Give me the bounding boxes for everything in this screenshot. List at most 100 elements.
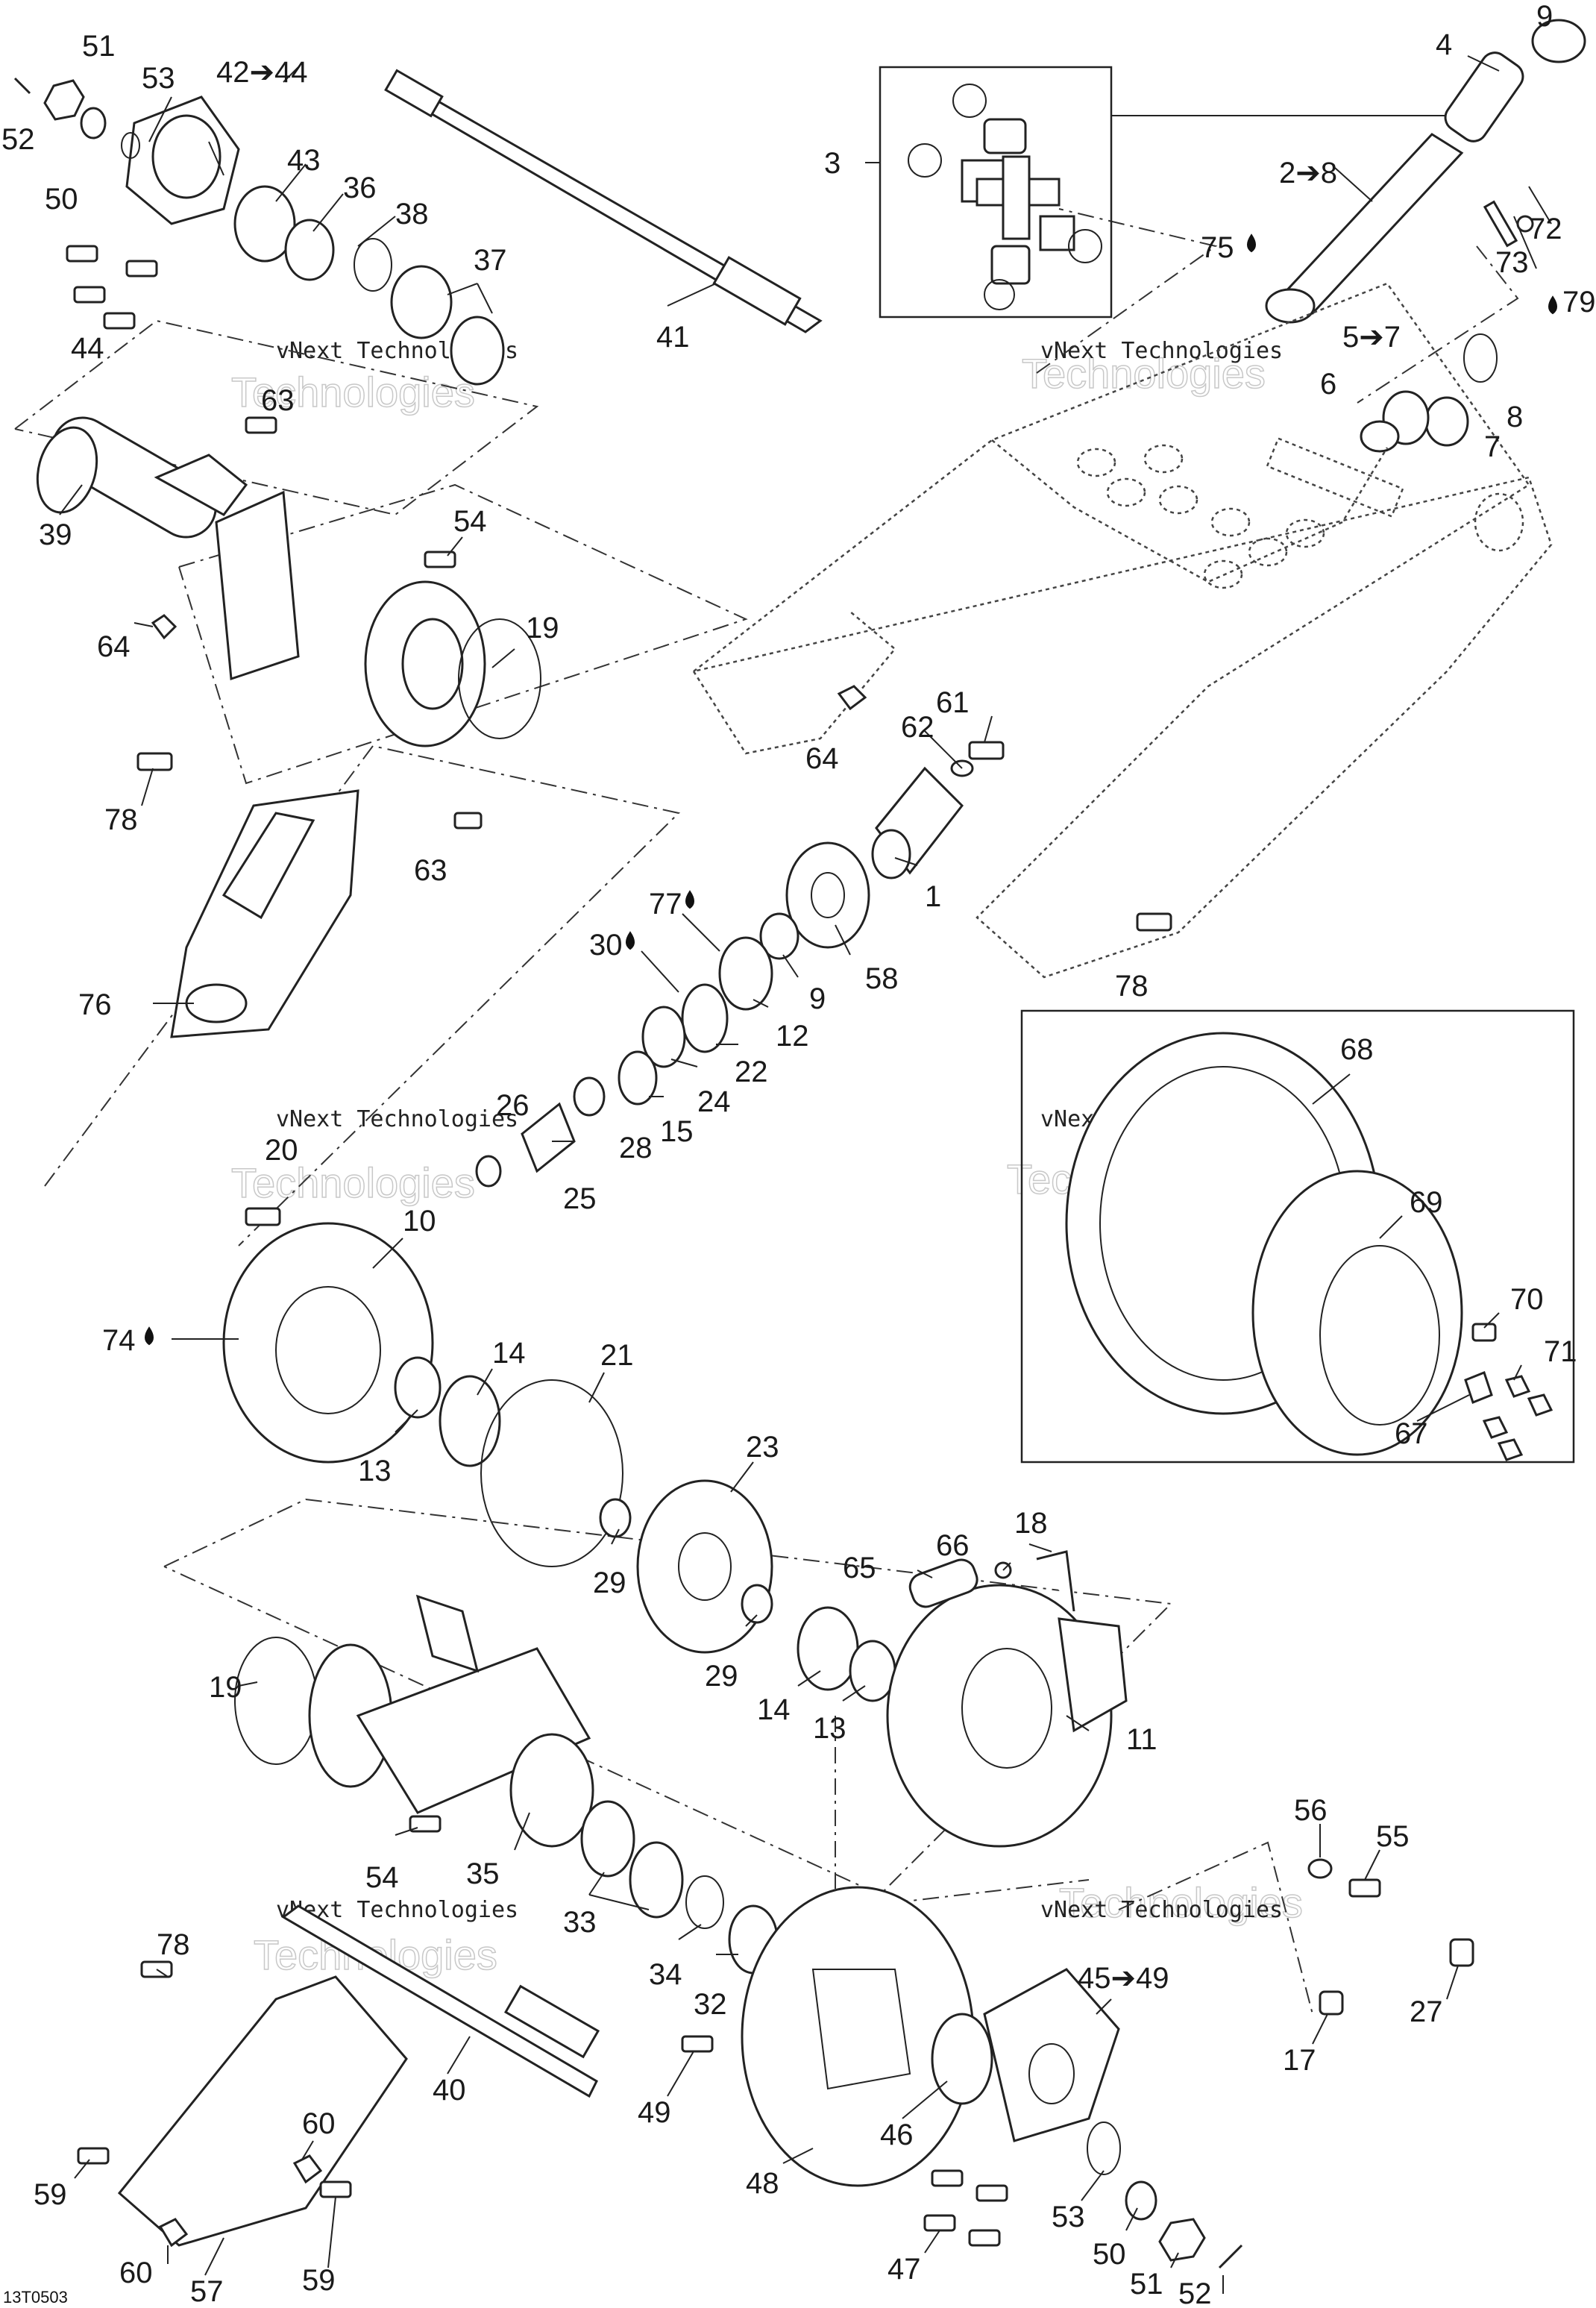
callout-label: 53 <box>142 62 175 95</box>
callout-label: 59 <box>34 2178 67 2211</box>
callout-label: 51 <box>82 30 116 63</box>
callout-label: 8 <box>1507 401 1523 433</box>
callout-label: 5➔7 <box>1342 321 1401 354</box>
watermark-big: Technologies <box>1059 1879 1303 1926</box>
callout-label: 30 <box>589 929 623 962</box>
callout-label: 12 <box>776 1020 809 1053</box>
callout-label: 39 <box>39 518 72 551</box>
callout-label: 7 <box>1484 430 1501 463</box>
callout-label: 24 <box>697 1085 731 1118</box>
callout-label: 51 <box>1130 2268 1163 2301</box>
callout-label: 52 <box>1178 2277 1212 2308</box>
watermark-text: vNext Technologies <box>1040 1897 1283 1923</box>
callout-label: 18 <box>1014 1507 1048 1540</box>
callout-label: 71 <box>1544 1335 1577 1368</box>
callout-label: 60 <box>302 2107 336 2140</box>
callout-label: 72 <box>1529 213 1562 245</box>
callout-label: 78 <box>157 1928 190 1961</box>
callout-label: 44 <box>71 332 104 365</box>
callout-label: 34 <box>649 1958 682 1991</box>
upper-left-hub-group <box>13 69 823 747</box>
callout-label: 64 <box>97 630 131 663</box>
callout-label: 63 <box>261 384 295 417</box>
drop-icon <box>685 890 694 909</box>
callout-label: 65 <box>843 1552 876 1584</box>
swing-arm-frame <box>692 282 1553 979</box>
callout-label: 1 <box>925 880 941 913</box>
callout-label: 35 <box>466 1857 500 1890</box>
watermark-big: Technologies <box>231 1159 475 1206</box>
callout-label: 59 <box>302 2264 336 2297</box>
callout-label: 58 <box>865 962 899 995</box>
callout-label: 78 <box>1115 970 1149 1003</box>
callout-label: 27 <box>1410 1995 1443 2028</box>
callout-label: 2➔8 <box>1279 157 1337 189</box>
callout-label: 57 <box>190 2275 224 2308</box>
callout-label: 73 <box>1495 246 1529 279</box>
callout-label: 69 <box>1410 1186 1443 1219</box>
callout-label: 14 <box>492 1337 526 1370</box>
wheel-detail-box <box>1020 1009 1575 1464</box>
callout-label: 49 <box>638 2096 671 2129</box>
callout-label: 29 <box>593 1567 626 1599</box>
watermark-big: Technologies <box>231 369 475 415</box>
driveshaft <box>1265 19 1586 453</box>
callout-label: 20 <box>265 1134 298 1167</box>
drop-icon <box>1247 233 1256 253</box>
callout-label: 54 <box>365 1861 399 1894</box>
right-misc-parts <box>1307 1858 1474 2016</box>
callout-label: 26 <box>496 1089 530 1122</box>
callout-label: 9 <box>809 982 826 1015</box>
callout-label: 50 <box>45 183 78 216</box>
callout-label: 3 <box>824 147 841 180</box>
callout-label: 53 <box>1052 2201 1085 2233</box>
callout-label: 13 <box>813 1712 846 1745</box>
callout-label: 19 <box>209 1671 242 1704</box>
callout-label: 56 <box>1294 1794 1328 1827</box>
callout-label: 19 <box>526 612 559 645</box>
callout-label: 62 <box>901 711 934 744</box>
callout-label: 43 <box>287 144 321 177</box>
callout-label: 10 <box>403 1205 436 1238</box>
callout-label: 37 <box>474 244 507 277</box>
bracket-76 <box>136 752 483 1038</box>
drop-icon <box>1548 295 1557 315</box>
callout-label: 25 <box>563 1182 597 1215</box>
lubricant-drop-icons <box>145 233 1557 1346</box>
callout-label: 42➔44 <box>216 56 308 89</box>
callout-label: 60 <box>119 2257 153 2289</box>
callout-label: 17 <box>1283 2044 1316 2077</box>
callout-label: 78 <box>104 803 138 836</box>
callout-label: 41 <box>656 321 690 354</box>
callout-label: 64 <box>805 742 839 775</box>
center-bearing-stack <box>475 685 1172 1188</box>
final-drive-housing <box>222 1207 1128 1848</box>
callout-label: 9 <box>1536 0 1553 33</box>
callout-label: 61 <box>936 686 970 719</box>
callout-label: 63 <box>414 854 447 887</box>
callout-label: 75 <box>1201 231 1234 264</box>
watermark-big: Technologies <box>1022 350 1266 397</box>
callout-label: 29 <box>705 1660 738 1693</box>
callout-label: 47 <box>887 2253 921 2286</box>
callout-label: 52 <box>1 123 35 156</box>
callout-label: 68 <box>1340 1033 1374 1066</box>
u-joint-detail-box <box>879 66 1462 319</box>
lower-axle-group <box>234 1594 779 2098</box>
reference-code: 13T0503 <box>3 2288 68 2307</box>
watermark-text: vNext Technologies <box>276 1106 518 1132</box>
callout-label: 33 <box>563 1906 597 1939</box>
callout-label: 14 <box>757 1693 791 1726</box>
watermark-text: vNext Technologies <box>1040 338 1283 364</box>
callout-label: 23 <box>746 1431 779 1464</box>
callout-label: 4 <box>1436 28 1452 61</box>
callout-label: 13 <box>358 1455 392 1487</box>
callout-label: 40 <box>433 2074 466 2107</box>
callout-label: 54 <box>453 505 487 538</box>
drop-icon <box>145 1326 154 1346</box>
callout-label: 46 <box>880 2119 914 2151</box>
callout-label: 11 <box>1126 1723 1157 1756</box>
